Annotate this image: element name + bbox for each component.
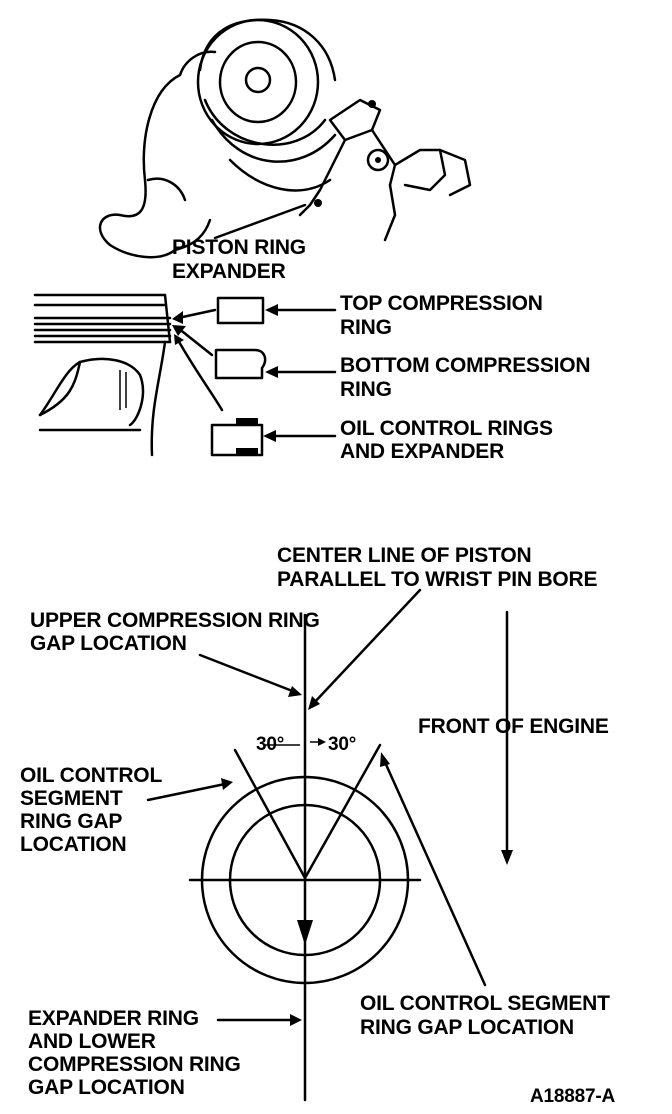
section-arrows: [172, 308, 224, 412]
label-piston-ring-expander: PISTON RING EXPANDER: [172, 236, 312, 283]
leader-expander: [213, 203, 307, 240]
top-compression-ring-icon: [216, 296, 265, 325]
center-down-arrow: [297, 920, 313, 945]
leader-oil-left: [146, 782, 227, 802]
figure-id: A18887-A: [530, 1086, 615, 1107]
gap-v-lines: [233, 743, 382, 880]
angle-label-right: 30°: [328, 734, 356, 755]
label-expander-lower: EXPANDER RING AND LOWER COMPRESSION RING…: [28, 1007, 246, 1099]
hand-installing-ring-illustration: [98, 18, 472, 259]
label-top-compression-ring: TOP COMPRESSION RING: [340, 292, 548, 339]
leader-center-line: [310, 588, 422, 707]
leader-oil-right: [382, 758, 487, 987]
label-oil-segment-right: OIL CONTROL SEGMENT RING GAP LOCATION: [360, 992, 615, 1039]
label-upper-compression-gap: UPPER COMPRESSION RING GAP LOCATION: [30, 609, 325, 655]
leader-upper-gap: [198, 653, 297, 694]
label-center-line: CENTER LINE OF PISTON PARALLEL TO WRIST …: [277, 544, 598, 591]
front-arrow: [501, 610, 513, 865]
piston-section-illustration: [33, 293, 172, 457]
label-oil-control-rings: OIL CONTROL RINGS AND EXPANDER: [340, 417, 558, 463]
angle-label-left: 30°: [256, 734, 284, 755]
oil-control-ring-icon: [210, 418, 264, 457]
bottom-compression-ring-icon: [214, 348, 267, 380]
label-front-of-engine: FRONT OF ENGINE: [418, 715, 609, 738]
label-bottom-compression-ring: BOTTOM COMPRESSION RING: [340, 354, 596, 401]
label-oil-segment-left: OIL CONTROL SEGMENT RING GAP LOCATION: [20, 764, 167, 856]
